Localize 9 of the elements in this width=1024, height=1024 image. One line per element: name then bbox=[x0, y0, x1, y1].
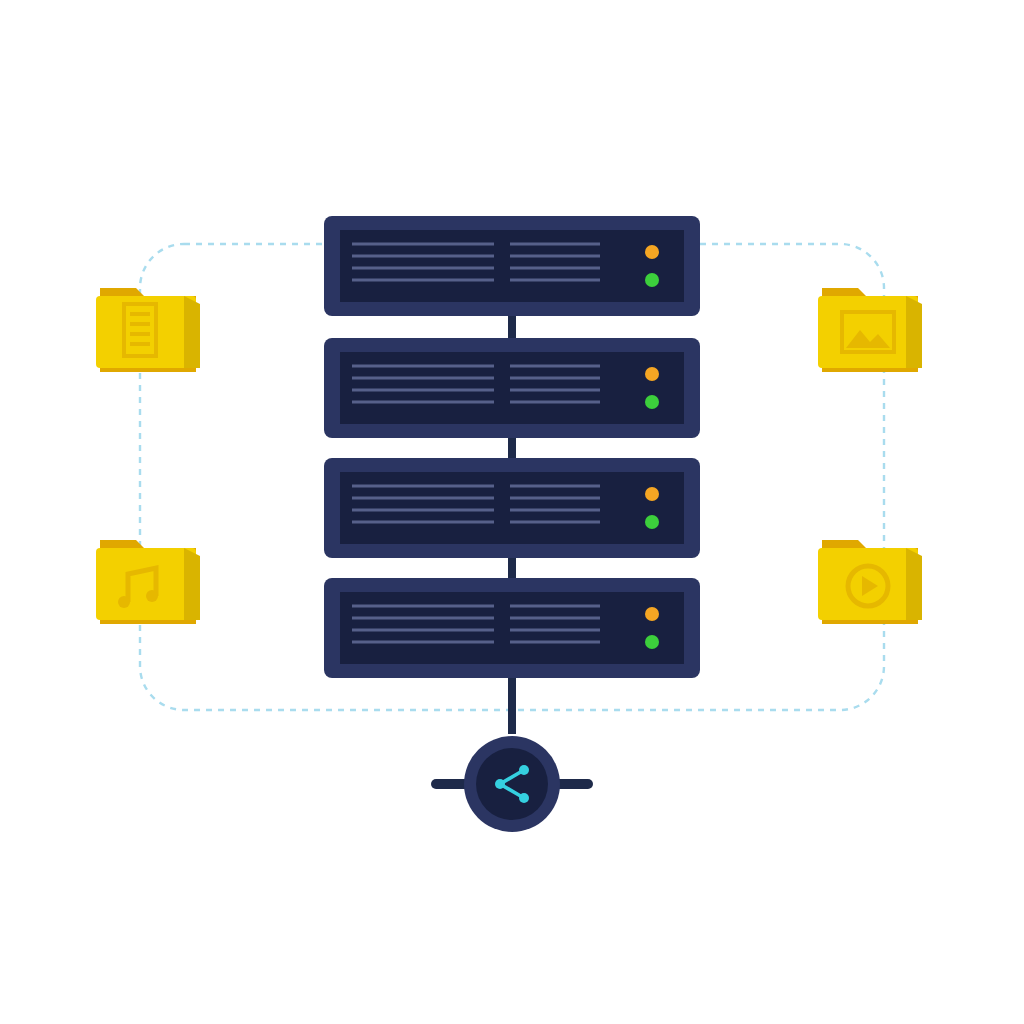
connector-line bbox=[508, 558, 516, 578]
server-unit bbox=[324, 578, 700, 678]
connector-line bbox=[508, 438, 516, 458]
server-unit bbox=[324, 338, 700, 438]
server-unit bbox=[324, 216, 700, 316]
server-unit bbox=[324, 458, 700, 558]
connector-line bbox=[508, 316, 516, 338]
hub-circle bbox=[462, 734, 562, 834]
connector-line bbox=[508, 678, 516, 734]
